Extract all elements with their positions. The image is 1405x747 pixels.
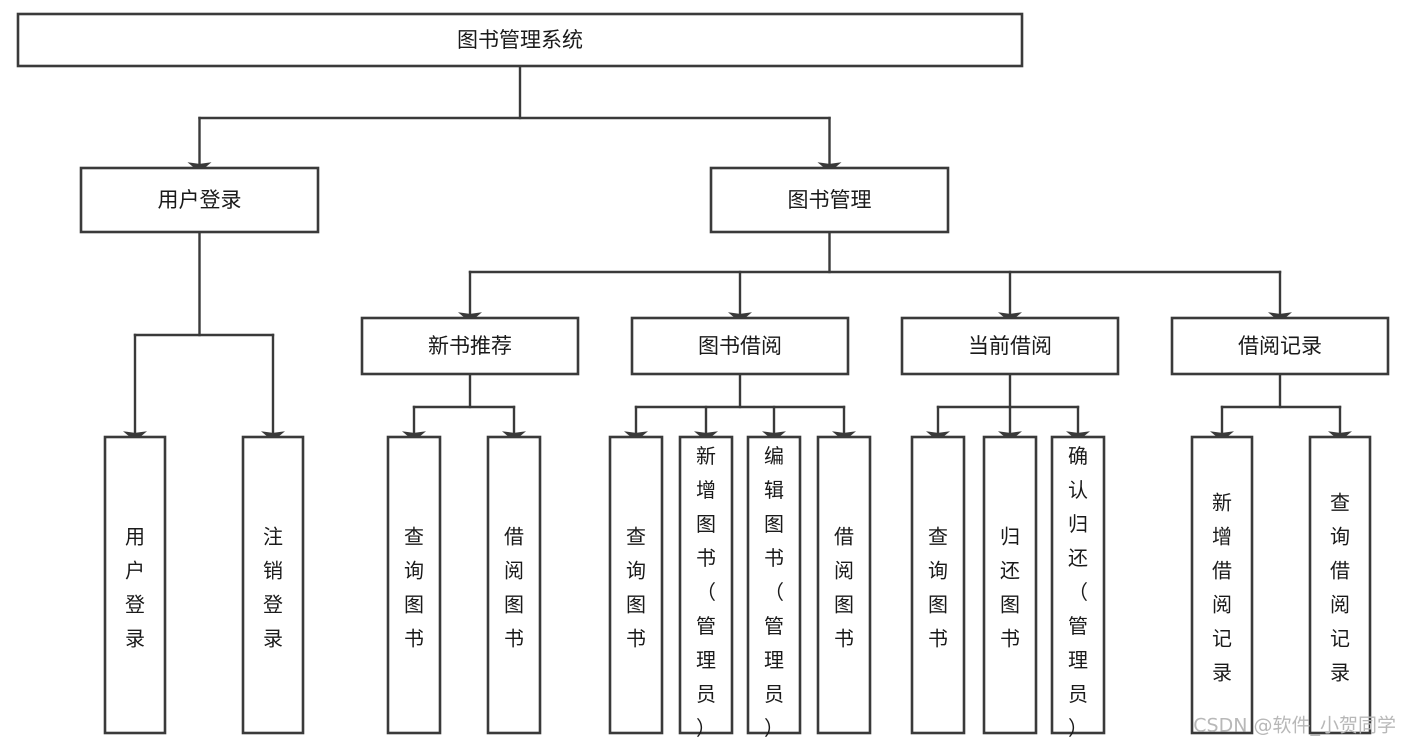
leaf-node-label: 新增借阅记录 <box>1212 491 1232 685</box>
leaf-node-box[interactable] <box>241 435 305 735</box>
leaf-node-box[interactable] <box>486 435 542 735</box>
leaf-node-label: 查询图书 <box>626 525 646 651</box>
level3-node-1[interactable]: 新书推荐 <box>360 316 580 376</box>
level3-node-box[interactable] <box>1170 316 1390 376</box>
leaf-node-5[interactable]: 查询图书 <box>608 435 664 735</box>
connector-layer <box>123 64 1352 442</box>
level2-node-label: 用户登录 <box>158 188 242 212</box>
leaf-node-box[interactable] <box>386 435 442 735</box>
level3-node-box[interactable] <box>900 316 1120 376</box>
level3-node-4[interactable]: 借阅记录 <box>1170 316 1390 376</box>
leaf-node-label: 查询借阅记录 <box>1330 491 1350 685</box>
leaf-node-label: 新增图书（管理员） <box>696 444 716 740</box>
level3-node-label: 当前借阅 <box>968 334 1052 358</box>
leaf-node-label: 查询图书 <box>928 525 948 651</box>
leaf-node-10[interactable]: 归还图书 <box>982 435 1038 735</box>
leaf-node-box[interactable] <box>982 435 1038 735</box>
leaf-node-label: 用户登录 <box>125 525 145 651</box>
leaf-node-box[interactable] <box>608 435 664 735</box>
level3-node-3[interactable]: 当前借阅 <box>900 316 1120 376</box>
level3-node-box[interactable] <box>360 316 580 376</box>
level2-node-2[interactable]: 图书管理 <box>709 166 950 234</box>
leaf-node-11[interactable]: 确认归还（管理员） <box>1050 435 1106 740</box>
leaf-node-label: 归还图书 <box>1000 525 1020 651</box>
leaf-node-2[interactable]: 注销登录 <box>241 435 305 735</box>
level3-node-box[interactable] <box>630 316 850 376</box>
leaf-node-8[interactable]: 借阅图书 <box>816 435 872 735</box>
level3-node-label: 借阅记录 <box>1238 334 1322 358</box>
level3-node-label: 图书借阅 <box>698 334 782 358</box>
level2-node-box[interactable] <box>709 166 950 234</box>
level2-node-label: 图书管理 <box>788 188 872 212</box>
leaf-node-6[interactable]: 新增图书（管理员） <box>678 435 734 740</box>
leaf-node-7[interactable]: 编辑图书（管理员） <box>746 435 802 740</box>
root-node-label: 图书管理系统 <box>457 28 583 52</box>
leaf-node-label: 借阅图书 <box>834 525 854 651</box>
leaf-node-box[interactable] <box>816 435 872 735</box>
level2-node-box[interactable] <box>79 166 320 234</box>
node-layer: 图书管理系统用户登录图书管理新书推荐图书借阅当前借阅借阅记录用户登录注销登录查询… <box>16 12 1390 740</box>
root-node-1[interactable]: 图书管理系统 <box>16 12 1024 68</box>
leaf-node-box[interactable] <box>910 435 966 735</box>
leaf-node-13[interactable]: 查询借阅记录 <box>1308 435 1372 735</box>
leaf-node-12[interactable]: 新增借阅记录 <box>1190 435 1254 735</box>
leaf-node-box[interactable] <box>678 435 734 735</box>
root-node-box[interactable] <box>16 12 1024 68</box>
leaf-node-box[interactable] <box>746 435 802 735</box>
level3-node-2[interactable]: 图书借阅 <box>630 316 850 376</box>
leaf-node-label: 编辑图书（管理员） <box>764 444 784 740</box>
leaf-node-3[interactable]: 查询图书 <box>386 435 442 735</box>
level3-node-label: 新书推荐 <box>428 334 512 358</box>
level2-node-1[interactable]: 用户登录 <box>79 166 320 234</box>
leaf-node-label: 注销登录 <box>263 525 283 651</box>
leaf-node-box[interactable] <box>103 435 167 735</box>
leaf-node-label: 借阅图书 <box>504 525 524 651</box>
leaf-node-1[interactable]: 用户登录 <box>103 435 167 735</box>
csdn-watermark: CSDN @软件_小贺同学 <box>1193 715 1396 737</box>
leaf-node-label: 查询图书 <box>404 525 424 651</box>
leaf-node-box[interactable] <box>1050 435 1106 735</box>
leaf-node-4[interactable]: 借阅图书 <box>486 435 542 735</box>
leaf-node-box[interactable] <box>1308 435 1372 735</box>
leaf-node-9[interactable]: 查询图书 <box>910 435 966 735</box>
leaf-node-box[interactable] <box>1190 435 1254 735</box>
leaf-node-label: 确认归还（管理员） <box>1068 444 1088 740</box>
